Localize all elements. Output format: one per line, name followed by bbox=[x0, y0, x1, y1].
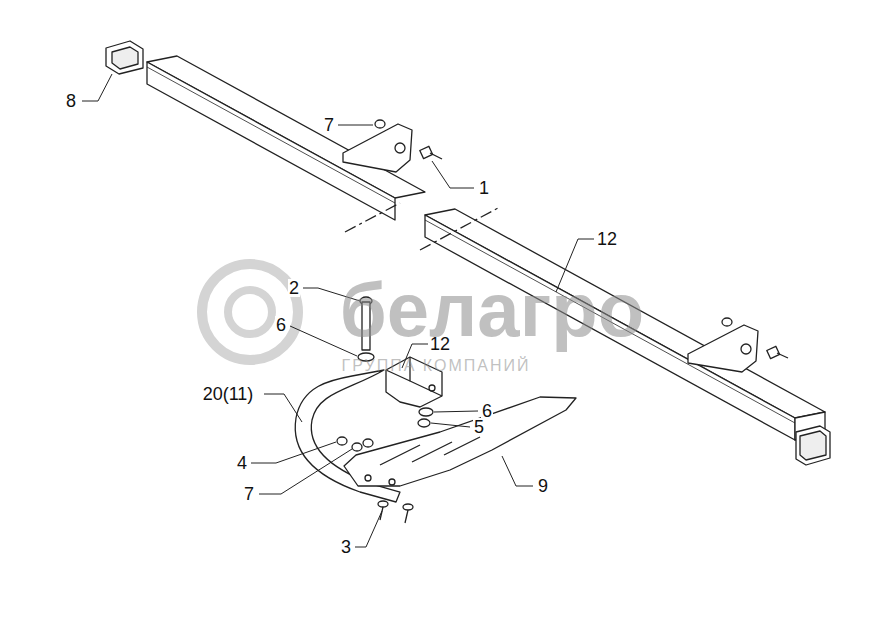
callout-number: 6 bbox=[481, 402, 493, 420]
watermark-text: ГРУППА КОМПАНИЙ bbox=[342, 358, 531, 374]
watermark-text: белагро bbox=[340, 272, 644, 348]
callout-number: 7 bbox=[323, 116, 335, 134]
callout-number: 20(11) bbox=[202, 385, 255, 403]
nut bbox=[363, 439, 373, 447]
beam-tube bbox=[147, 56, 825, 440]
nut bbox=[352, 443, 362, 451]
callout-number: 12 bbox=[596, 230, 618, 248]
callout-number: 1 bbox=[478, 179, 490, 197]
callout-number: 7 bbox=[243, 485, 255, 503]
callout-number: 8 bbox=[65, 92, 77, 110]
end-cap bbox=[796, 426, 830, 465]
nut bbox=[418, 419, 430, 427]
mount-bracket bbox=[343, 120, 442, 172]
callout-number: 6 bbox=[275, 316, 287, 334]
washer bbox=[419, 408, 433, 416]
bolt bbox=[378, 501, 413, 523]
callout-number: 4 bbox=[236, 454, 248, 472]
watermark-logo bbox=[228, 290, 272, 334]
mount-bracket bbox=[688, 318, 788, 372]
sweep-blade bbox=[344, 397, 576, 486]
callout-number: 2 bbox=[288, 279, 300, 297]
watermark-logo bbox=[202, 264, 298, 360]
callout-number: 3 bbox=[340, 538, 352, 556]
callout-number: 5 bbox=[473, 418, 485, 436]
nut bbox=[337, 437, 347, 445]
break-line bbox=[345, 203, 400, 232]
break-line bbox=[420, 208, 498, 250]
end-cap bbox=[106, 41, 143, 74]
callout-number: 9 bbox=[537, 477, 549, 495]
